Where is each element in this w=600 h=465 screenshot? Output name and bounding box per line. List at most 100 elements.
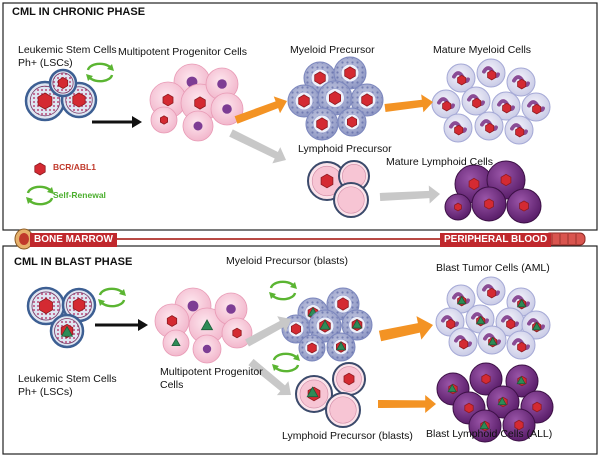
mutation-triangle: [531, 321, 542, 331]
mature-myeloid-cell: [446, 284, 476, 314]
orange-arrow: [378, 395, 436, 413]
grey-arrow: [379, 185, 441, 204]
bcr-abl-hexagon: [344, 66, 356, 80]
orange-arrow: [384, 94, 434, 113]
myeloid-precursor-cell: [337, 107, 367, 137]
bcr-abl-hexagon: [328, 91, 342, 105]
mature-myeloid-cell: [446, 63, 476, 93]
bcr-abl-hexagon: [290, 323, 302, 335]
mutation-triangle: [447, 383, 457, 393]
bcr-abl-hexagon: [487, 69, 497, 81]
myeloid-precursor-cell: [305, 107, 339, 141]
progenitor-cell: [192, 334, 222, 364]
myeloid-precursor-cell: [333, 56, 367, 90]
myeloid-precursor-cell: [287, 84, 321, 118]
bcr-abl-hexagon: [446, 318, 456, 330]
peripheral-blood-label: PERIPHERAL BLOOD: [440, 233, 552, 247]
blast-myeloid-precursor-label: Myeloid Precursor (blasts): [226, 255, 348, 267]
myeloid-precursor-cell: [308, 309, 342, 343]
bcr-abl-hexagon: [517, 78, 527, 90]
mature-myeloid-cell: [491, 91, 521, 121]
bone-marrow-icon: [14, 228, 34, 250]
orange-arrow: [378, 316, 434, 342]
legend-bcr-abl-label: BCR/ABL1: [53, 162, 96, 172]
progenitor-cell: [221, 317, 253, 349]
grey-arrow: [248, 358, 291, 396]
mutation-triangle: [516, 298, 527, 308]
grey-arrow: [229, 129, 286, 164]
bcr-abl-hexagon: [314, 71, 326, 85]
bcr-abl-hexagon: [34, 162, 46, 176]
self-renewal-icon: [26, 185, 54, 206]
bcr-abl-hexagon: [514, 419, 524, 431]
blast-multipotent-label-2: Cells: [160, 379, 184, 391]
mutation-triangle: [516, 375, 526, 385]
lymphoid-cell: [486, 385, 520, 419]
mutation-triangle: [351, 319, 363, 329]
bcr-abl-hexagon: [316, 117, 328, 131]
bcr-abl-hexagon: [320, 173, 334, 189]
blast-frame: [2, 245, 598, 455]
bcr-abl-hexagon: [343, 372, 355, 386]
blast-phase-title: CML IN BLAST PHASE: [14, 256, 133, 268]
chronic-multipotent-label: Multipotent Progenitor Cells: [118, 46, 247, 58]
self-renewal-icon: [272, 352, 300, 373]
blast-lymphoid-label: Blast Lymphoid Cells (ALL): [426, 428, 553, 440]
chronic-lsc-label-2: Ph+ (LSCs): [18, 57, 73, 69]
myeloid-precursor-cell: [298, 334, 326, 362]
bcr-abl-hexagon: [519, 200, 529, 212]
progenitor-cell: [154, 303, 190, 339]
blast-lymphoid-precursor-label: Lymphoid Precursor (blasts): [282, 430, 413, 442]
mature-myeloid-cell: [521, 310, 551, 340]
orange-arrow: [234, 96, 287, 124]
mature-myeloid-cell: [465, 304, 495, 334]
lymphoid-cell: [502, 408, 536, 442]
mature-myeloid-cell: [477, 325, 507, 355]
blast-lsc-label-2: Ph+ (LSCs): [18, 386, 73, 398]
mature-myeloid-cell: [461, 86, 491, 116]
myeloid-precursor-cell: [350, 83, 384, 117]
mature-myeloid-cell: [476, 58, 506, 88]
bcr-abl-hexagon: [502, 102, 512, 114]
bcr-abl-hexagon: [484, 198, 494, 210]
bcr-abl-hexagon: [487, 287, 497, 299]
lymphoid-precursor-cell: [325, 392, 361, 428]
bcr-abl-hexagon: [232, 327, 242, 339]
lymphoid-cell: [471, 186, 507, 222]
grey-arrow: [245, 316, 292, 347]
black-arrow: [95, 319, 148, 331]
mature-myeloid-cell: [506, 67, 536, 97]
chronic-lymphoid-precursor-label: Lymphoid Precursor: [298, 143, 392, 155]
bcr-abl-hexagon: [337, 297, 349, 311]
myeloid-precursor-cell: [326, 332, 356, 362]
bcr-abl-hexagon: [361, 93, 373, 107]
myeloid-precursor-cell: [317, 80, 353, 116]
bcr-abl-hexagon: [72, 297, 86, 313]
bcr-abl-hexagon: [464, 402, 474, 414]
lymphoid-cell: [468, 409, 502, 443]
bcr-abl-hexagon: [298, 94, 310, 108]
progenitor-cell: [182, 110, 214, 142]
mature-myeloid-cell: [474, 111, 504, 141]
leukemic-stem-cell: [61, 287, 97, 323]
bcr-abl-hexagon: [468, 177, 480, 191]
self-renewal-icon: [98, 287, 126, 308]
blast-lsc-label-1: Leukemic Stem Cells: [18, 373, 117, 385]
bcr-abl-hexagon: [457, 74, 467, 86]
mature-myeloid-cell: [443, 113, 473, 143]
leukemic-stem-cell: [49, 313, 85, 349]
lymphoid-precursor-cell: [333, 182, 369, 218]
bcr-abl-hexagon: [481, 373, 491, 385]
mutation-triangle: [487, 336, 498, 346]
mutation-triangle: [497, 396, 507, 406]
chronic-myeloid-precursor-label: Myeloid Precursor: [290, 44, 375, 56]
bcr-abl-hexagon: [346, 116, 358, 128]
self-renewal-icon: [86, 62, 114, 83]
bcr-abl-hexagon: [459, 338, 469, 350]
bcr-abl-hexagon: [454, 124, 464, 136]
blast-multipotent-label-1: Multipotent Progenitor: [160, 366, 263, 378]
lymphoid-cell: [469, 362, 503, 396]
chronic-phase-title: CML IN CHRONIC PHASE: [12, 6, 146, 18]
lymphoid-cell: [505, 364, 539, 398]
